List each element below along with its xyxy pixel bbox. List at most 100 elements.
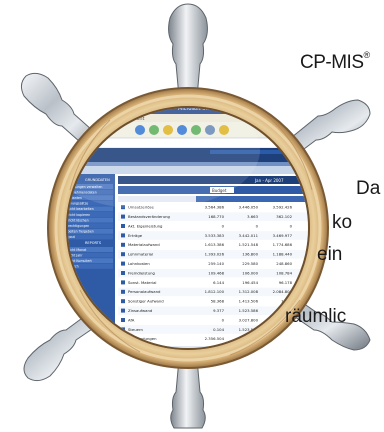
row-value: 229.580 <box>242 261 258 266</box>
row-label: Sonstiger Aufwand <box>128 299 164 304</box>
row-value: 196.454 <box>242 280 258 285</box>
row-value: 1.188.440 <box>273 252 293 257</box>
table-row[interactable] <box>118 334 318 344</box>
row-value: 3.446.050 <box>239 205 259 210</box>
row-value: 3.564.386 <box>205 205 225 210</box>
expand-icon[interactable] <box>121 252 125 257</box>
sidebar-item[interactable] <box>62 195 113 201</box>
sidebar-item-label: Buchungssätze <box>64 202 88 206</box>
sidebar-item-label: Mandanten <box>64 196 82 200</box>
sidebar-item[interactable] <box>62 247 113 252</box>
table-row[interactable] <box>118 268 318 278</box>
sidebar-item[interactable] <box>62 223 113 229</box>
mail-icon[interactable] <box>219 125 229 135</box>
row-value: 3.600 <box>281 336 292 341</box>
row-value: 362.102 <box>276 214 292 219</box>
expand-icon[interactable] <box>121 271 125 275</box>
row-label: Umsatzerlöse <box>128 205 155 210</box>
row-value: 0 <box>222 223 225 228</box>
sidebar-item-label: Einstellungen verwalten <box>64 185 102 189</box>
row-value: 0 <box>290 223 293 228</box>
sidebar-item[interactable] <box>62 234 113 240</box>
row-value: 108.784 <box>276 270 292 275</box>
back-icon[interactable] <box>135 125 145 135</box>
table-row[interactable] <box>118 278 318 287</box>
expand-icon[interactable] <box>121 289 125 294</box>
row-label: Lohnmaterial <box>128 252 153 257</box>
expand-icon[interactable] <box>121 299 125 304</box>
row-value: 3.533.383 <box>205 233 225 238</box>
expand-icon[interactable] <box>121 233 125 238</box>
registered-mark: ® <box>363 50 371 60</box>
row-value: 1.613.386 <box>205 242 225 247</box>
row-label: Steuern <box>128 327 143 332</box>
expand-icon[interactable] <box>121 280 125 285</box>
sidebar-item-label: Bericht bearbeiten <box>64 207 94 211</box>
row-label: Materialaufwand <box>128 242 160 247</box>
sidebar-item[interactable] <box>62 200 113 206</box>
row-value: 58.368 <box>211 299 225 304</box>
row-value: 1.312.008 <box>239 289 259 294</box>
sidebar-item[interactable] <box>62 252 113 258</box>
expand-icon[interactable] <box>121 214 125 219</box>
row-value: 1.523.586 <box>239 327 259 332</box>
expand-icon[interactable] <box>121 205 125 210</box>
table-row[interactable] <box>118 240 318 250</box>
forward-icon[interactable] <box>149 125 159 135</box>
sidebar-item[interactable] <box>62 217 113 223</box>
table-row[interactable] <box>118 221 318 231</box>
window-titlebar <box>68 108 308 114</box>
table-row[interactable] <box>118 231 318 240</box>
home-icon[interactable] <box>163 125 173 135</box>
row-label: Personalaufwand <box>128 289 161 294</box>
sidebar-item-label: Bericht Kumuliert <box>64 259 92 263</box>
table-row[interactable] <box>118 315 318 325</box>
sidebar-item-label: Berechtigungen <box>64 224 89 228</box>
sidebar-item-label: Logout <box>64 235 76 239</box>
expand-icon[interactable] <box>121 224 125 228</box>
row-value: 168.770 <box>208 214 224 219</box>
table-row[interactable] <box>118 203 318 212</box>
sidebar-item[interactable] <box>62 263 113 269</box>
filter-select[interactable] <box>210 187 234 193</box>
row-value: 1.523.586 <box>239 308 259 313</box>
row-value: 2.356.504 <box>205 336 225 341</box>
expand-icon[interactable] <box>121 318 125 322</box>
row-label: Zinsaufwand <box>128 308 153 313</box>
row-value: 106.000 <box>242 270 258 275</box>
body-fragment-1: Da <box>356 178 381 199</box>
sidebar-item[interactable] <box>62 212 113 217</box>
table-row[interactable] <box>118 287 318 297</box>
table-row[interactable] <box>118 212 318 221</box>
table-row[interactable] <box>118 259 318 268</box>
row-value: 109.468 <box>208 270 224 275</box>
table-row[interactable] <box>118 297 318 306</box>
row-label: AfA <box>128 317 135 322</box>
history-icon[interactable] <box>205 125 215 135</box>
row-label: Fremdleistung <box>128 270 156 275</box>
expand-icon[interactable] <box>121 308 125 313</box>
row-value: 1.413.506 <box>239 299 259 304</box>
sidebar-item[interactable] <box>62 184 113 189</box>
expand-icon[interactable] <box>121 242 125 247</box>
table-row[interactable] <box>118 306 318 315</box>
sidebar-item[interactable] <box>62 206 113 212</box>
sidebar-item-label: Bericht Monat <box>64 248 87 252</box>
sidebar-item-label: Unternehmensdaten <box>64 190 97 194</box>
sidebar-title-2: REPORTS <box>85 241 102 245</box>
table-row[interactable] <box>118 325 318 334</box>
sidebar-item[interactable] <box>62 189 113 195</box>
row-value: 9.377 <box>213 308 224 313</box>
table-row[interactable] <box>118 250 318 259</box>
expand-icon[interactable] <box>121 261 125 266</box>
row-value: 3.027.800 <box>239 317 259 322</box>
row-value: 1.812.100 <box>205 289 225 294</box>
body-fragment-2: ko <box>332 212 353 233</box>
sidebar-item[interactable] <box>62 258 113 264</box>
toolbar-icons[interactable] <box>135 125 229 135</box>
brand-title: CP-MIS® <box>300 50 371 74</box>
sidebar-item[interactable] <box>62 228 113 234</box>
favorites-icon[interactable] <box>191 125 201 135</box>
search-icon[interactable] <box>177 125 187 135</box>
